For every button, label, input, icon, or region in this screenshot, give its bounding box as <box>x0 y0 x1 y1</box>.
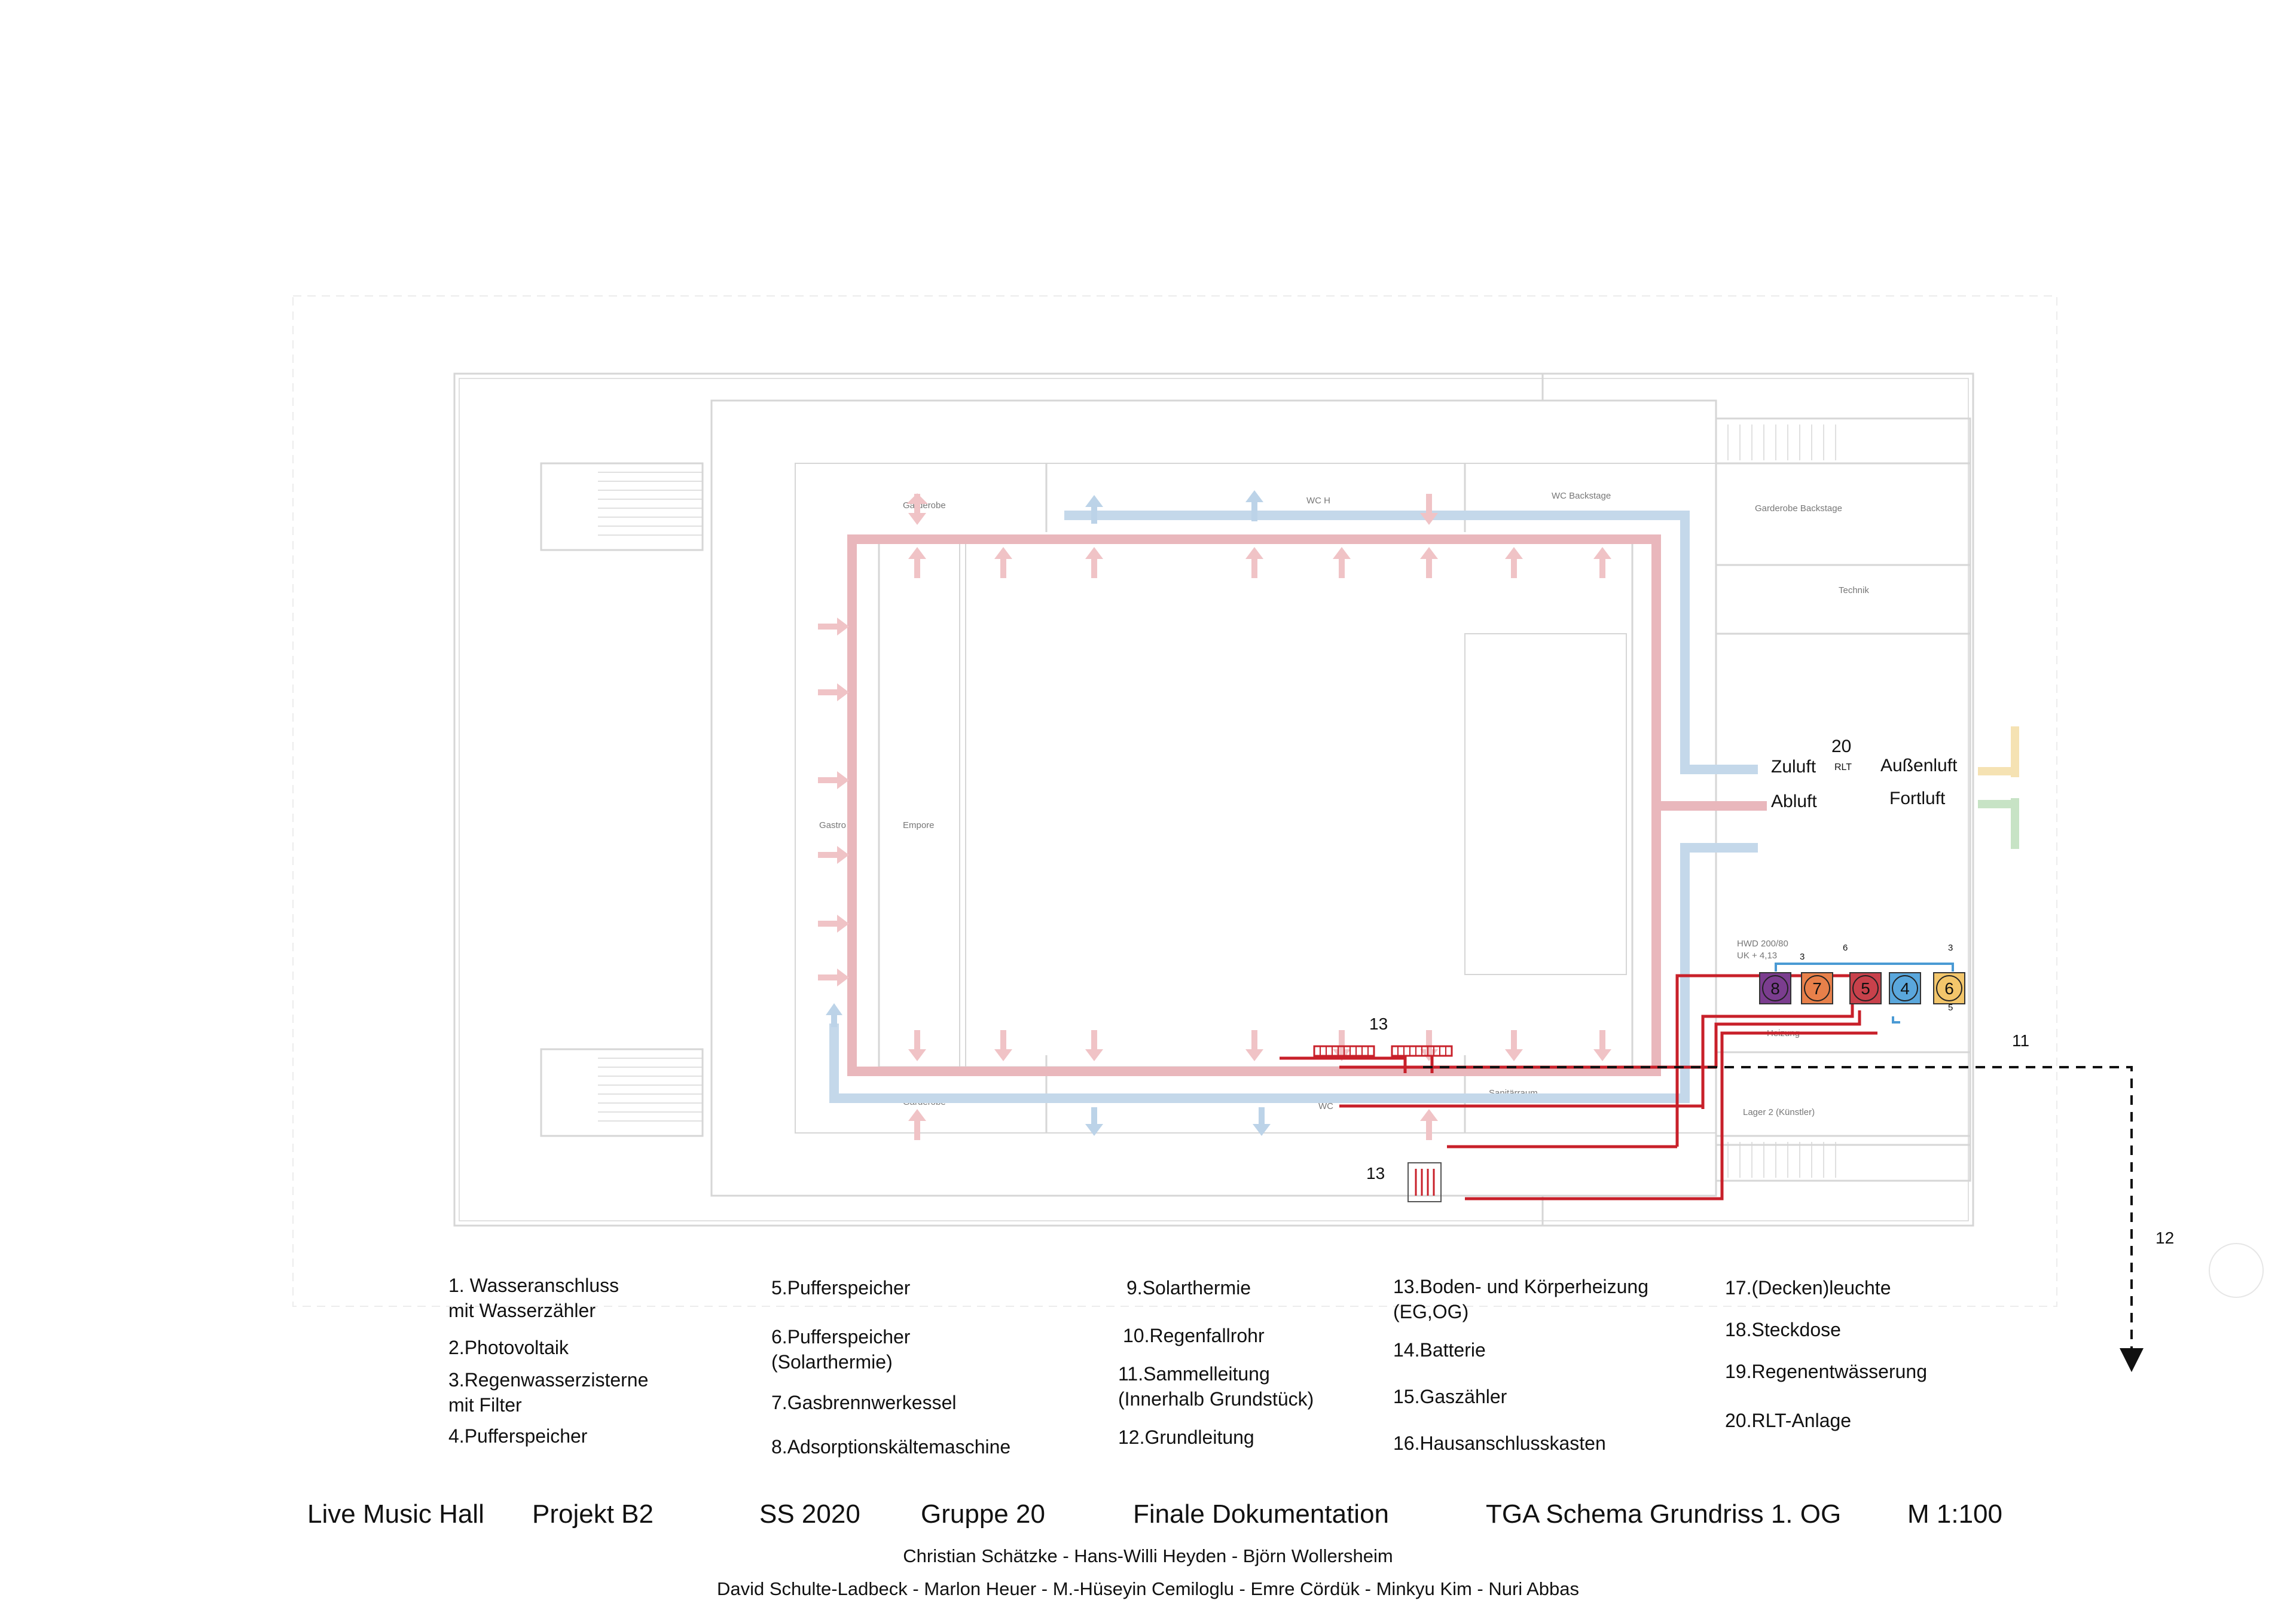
floor-heating-unit-bottom <box>1407 1162 1442 1202</box>
legend-item: 10.Regenfallrohr <box>1123 1325 1265 1346</box>
tank-5-label: 5 <box>1861 979 1870 998</box>
legend-item: 13.Boden- und Körperheizung <box>1393 1276 1648 1297</box>
sheet-title: TGA Schema Grundriss 1. OG <box>1486 1499 1842 1529</box>
group: Gruppe 20 <box>921 1499 1045 1529</box>
legend-item: 9.Solarthermie <box>1126 1277 1251 1299</box>
legend-item: 3.Regenwasserzisterne <box>448 1369 649 1391</box>
pipe-label-3b: 3 <box>1948 943 1953 953</box>
semester: SS 2020 <box>759 1499 860 1529</box>
tank-4-box <box>1889 972 1921 1004</box>
legend-item: 11.Sammelleitung <box>1118 1363 1270 1385</box>
tank-5-circle <box>1852 975 1879 1001</box>
tank-6-circle <box>1936 975 1962 1001</box>
buffer-tanks: 8 7 5 4 6 <box>1759 972 1965 1004</box>
legend-item: 1. Wasseranschluss <box>448 1275 619 1296</box>
tank-5-box <box>1849 972 1882 1004</box>
room-wc-h: WC H <box>1306 496 1330 506</box>
title-block: Live Music Hall Projekt B2 SS 2020 Grupp… <box>0 1499 2296 1535</box>
site-boundary <box>292 295 2057 1307</box>
legend-col-1: 1. Wasseranschluss mit Wasserzähler 2.Ph… <box>448 1272 648 1449</box>
legend-item: 18.Steckdose <box>1725 1319 1841 1340</box>
legend-item: 8.Adsorptionskältemaschine <box>771 1436 1011 1458</box>
tank-6-label: 6 <box>1944 979 1954 998</box>
legend-item: mit Filter <box>448 1394 522 1416</box>
room-wc-backstage: WC Backstage <box>1552 491 1611 501</box>
marker-11: 11 <box>2012 1031 2029 1050</box>
legend-item: 12.Grundleitung <box>1118 1426 1254 1448</box>
legend-item: 17.(Decken)leuchte <box>1725 1277 1891 1299</box>
legend-item: (Solarthermie) <box>771 1351 893 1373</box>
legend-item: 7.Gasbrennwerkessel <box>771 1392 957 1413</box>
legend-item: 20.RLT-Anlage <box>1725 1410 1852 1431</box>
hwd-label-1: HWD 200/80 <box>1737 939 1788 949</box>
floor-heating-unit-top <box>1313 1045 1453 1057</box>
tank-8-box <box>1759 972 1791 1004</box>
room-technik: Technik <box>1839 585 1869 595</box>
legend-item: 14.Batterie <box>1393 1339 1486 1361</box>
legend-col-5: 17.(Decken)leuchte 18.Steckdose 19.Regen… <box>1725 1275 1927 1434</box>
tank-4-label: 4 <box>1900 979 1910 998</box>
project-name: Live Music Hall <box>307 1499 484 1529</box>
tank-7-circle <box>1804 975 1830 1001</box>
tank-6-box <box>1933 972 1965 1004</box>
abluft-label: Abluft <box>1771 792 1817 811</box>
tank-7-box <box>1801 972 1833 1004</box>
rlt-number: 20 <box>1831 737 1851 756</box>
legend-item: 19.Regenentwässerung <box>1725 1361 1928 1382</box>
hwd-label-2: UK + 4,13 <box>1737 951 1777 961</box>
pipe-label-6: 6 <box>1843 943 1848 953</box>
exhaust-arrows-top <box>818 490 1611 1140</box>
legend-item: mit Wasserzähler <box>448 1300 596 1321</box>
zuluft-ducts <box>829 511 1758 1103</box>
credits-line-1: Christian Schätzke - Hans-Willi Heyden -… <box>903 1545 1393 1566</box>
marker-13-bottom: 13 <box>1366 1164 1385 1183</box>
legend-item: (EG,OG) <box>1393 1301 1469 1322</box>
tank-7-label: 7 <box>1812 979 1822 998</box>
room-wc-bottom: WC <box>1318 1101 1333 1111</box>
aussenluft-label: Außenluft <box>1880 756 1958 775</box>
tank-4-circle <box>1892 975 1918 1001</box>
legend-item: (Innerhalb Grundstück) <box>1118 1388 1314 1410</box>
tank-8-label: 8 <box>1770 979 1780 998</box>
marker-13-top: 13 <box>1369 1015 1388 1033</box>
tank-8-circle <box>1762 975 1788 1001</box>
pipe-label-3: 3 <box>1800 952 1805 962</box>
legend-item: 15.Gaszähler <box>1393 1386 1507 1407</box>
pipe-label-5: 5 <box>1948 1003 1953 1013</box>
heating-pipes <box>1280 974 1877 1200</box>
project-code: Projekt B2 <box>532 1499 654 1529</box>
document-type: Finale Dokumentation <box>1133 1499 1390 1529</box>
legend-item: 4.Pufferspeicher <box>448 1425 588 1447</box>
room-empore: Empore <box>903 820 935 830</box>
room-lager2: Lager 2 (Künstler) <box>1743 1107 1815 1117</box>
sammelleitung-dashed <box>1423 1066 2144 1372</box>
abluft-ducts <box>847 534 1767 1076</box>
rlt-sub: RLT <box>1834 762 1852 772</box>
legend-item: 16.Hausanschlusskasten <box>1393 1432 1606 1454</box>
legend-item: 2.Photovoltaik <box>448 1337 569 1358</box>
room-gastro: Gastro <box>819 820 846 830</box>
marker-12: 12 <box>2155 1229 2174 1247</box>
fortluft-label: Fortluft <box>1889 789 1946 808</box>
credits-line-2: David Schulte-Ladbeck - Marlon Heuer - M… <box>717 1578 1579 1599</box>
supply-pipes <box>1775 963 1954 1024</box>
scale: M 1:100 <box>1907 1499 2002 1529</box>
legend-item: 6.Pufferspeicher <box>771 1326 911 1348</box>
legend-col-3: 9.Solarthermie 10.Regenfallrohr 11.Samme… <box>1118 1275 1314 1450</box>
zuluft-label: Zuluft <box>1771 757 1816 777</box>
legend-item: 5.Pufferspeicher <box>771 1277 911 1299</box>
legend-col-2: 5.Pufferspeicher 6.Pufferspeicher (Solar… <box>771 1275 1010 1460</box>
room-garderobe-backstage: Garderobe Backstage <box>1755 503 1842 514</box>
legend-col-4: 13.Boden- und Körperheizung (EG,OG) 14.B… <box>1393 1273 1648 1456</box>
